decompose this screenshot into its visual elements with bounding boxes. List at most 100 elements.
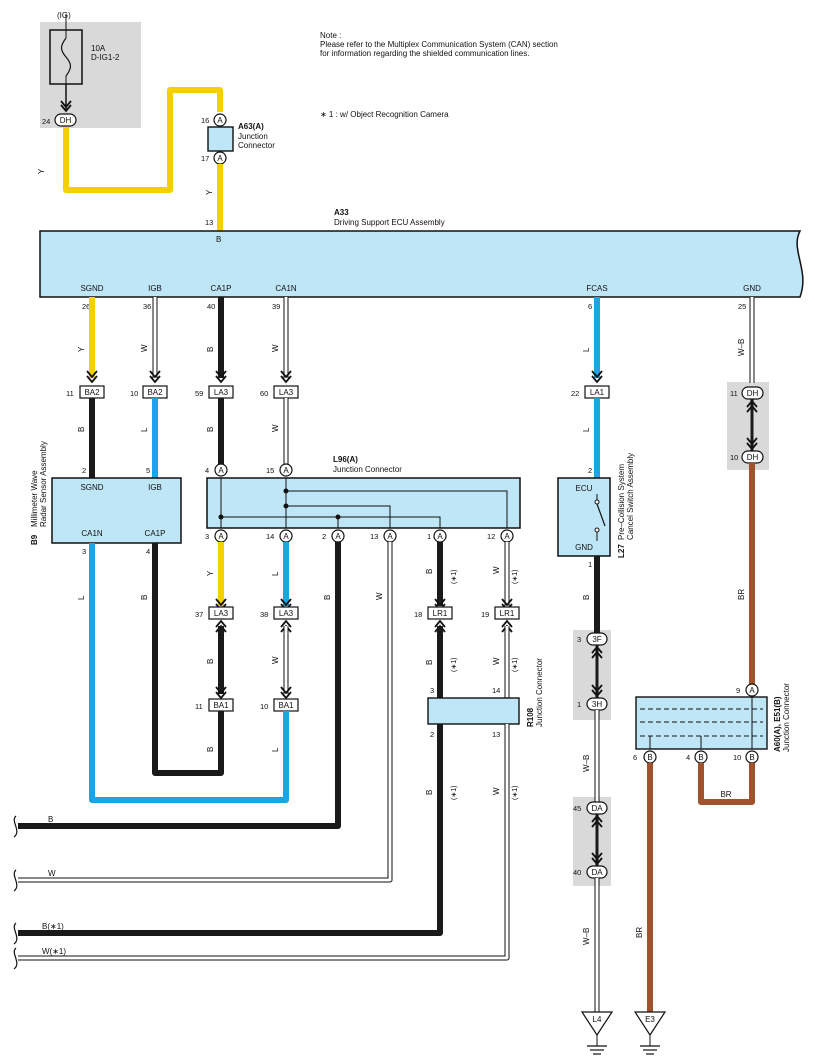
l27-t-ecu: ECU [576,484,593,493]
b9-title-1: Millimeter Wave [30,470,39,527]
svg-text:DH: DH [747,453,759,462]
svg-text:B: B [647,753,652,762]
svg-text:B: B [749,753,754,762]
a63-body [207,126,234,152]
l96-pin-4: 4 [205,466,209,475]
l96-code: L96(A) [333,455,358,464]
wire-label-w-4: W [271,656,280,664]
l96-pin-2: 2 [322,532,326,541]
svg-text:LR1: LR1 [500,609,515,618]
lr1-pin-18: 18 [414,610,422,619]
wire-label-l-1: L [582,347,591,352]
b9-code: B9 [30,534,39,545]
wire-label-star-1: (∗1) [451,570,458,584]
svg-text:A: A [387,532,393,541]
wire-label-star-5: (∗1) [451,786,458,800]
output-w-star: W(∗1) [42,947,66,956]
wire-label-l-4: L [271,571,280,576]
a33-t-gnd: GND [743,284,761,293]
wire-label-w-6: W [492,566,501,574]
svg-text:LR1: LR1 [433,609,448,618]
dh-pin-11: 11 [730,389,738,398]
svg-text:A: A [218,532,224,541]
l96-pin-15: 15 [266,466,274,475]
l27-title-2: Cancel Switch Assembly [626,453,635,540]
svg-text:3H: 3H [592,700,602,709]
l27-code: L27 [617,544,626,558]
fuse-element [60,37,72,77]
r108-body [427,697,520,725]
a33-pin-25: 25 [738,302,746,311]
wire-label-w-3: W [271,424,280,432]
ba1-pin-10: 10 [260,702,268,711]
svg-text:A: A [283,466,289,475]
wire-label-b-6: B [140,595,149,600]
wire-label-y-3: Y [77,346,86,352]
a60-title: Junction Connector [782,683,791,752]
la3-pin-59: 59 [195,389,203,398]
b9-t-ca1p: CA1P [145,529,166,538]
wire-label-star-4: (∗1) [512,658,519,672]
svg-text:DA: DA [591,804,603,813]
svg-text:DH: DH [747,389,759,398]
a63-code: A63(A) [238,122,264,131]
svg-text:LA1: LA1 [590,388,605,397]
l96-body [206,477,521,529]
wire-label-y-4: Y [206,570,215,576]
wire-label-b-1: B [206,347,215,352]
svg-text:A: A [283,532,289,541]
a33-title: Driving Support ECU Assembly [334,218,445,227]
ba1-pin-11: 11 [195,702,203,711]
a63-pin-top: 16 [201,116,209,125]
a63-title-2: Connector [238,141,275,150]
a60-pin-9: 9 [736,686,740,695]
r108-pin-13: 13 [492,730,500,739]
la1-pin-22: 22 [571,389,579,398]
b9-pin-5: 5 [146,466,150,475]
a60-pin-10: 10 [733,753,741,762]
wire-label-wb-3: W–B [582,928,591,945]
svg-text:3F: 3F [592,635,601,644]
wire-label-b-2: B [77,427,86,432]
l96-pin-12: 12 [487,532,495,541]
r108-pin-2: 2 [430,730,434,739]
wire-label-b-11: B [582,595,591,600]
ground-l4-symbol [580,1011,614,1037]
b9-pin-4: 4 [146,547,150,556]
a60-code: A60(A), E51(B) [773,696,782,752]
wire-l-ca1n [89,543,289,803]
a33-pin-36: 36 [143,302,151,311]
b9-title-2: Radar Sensor Assembly [39,441,48,527]
a33-t-fcas: FCAS [586,284,607,293]
wire-label-b-4: B [206,659,215,664]
l27-pin-2: 2 [588,466,592,475]
fuse-conn [54,113,77,127]
ground-l4: L4 [593,1015,602,1024]
r108-code: R108 [526,707,535,727]
l27-t-gnd: GND [575,543,593,552]
a33-body [39,230,804,298]
svg-text:A: A [504,532,510,541]
wire-label-star-6: (∗1) [512,786,519,800]
l96-title: Junction Connector [333,465,402,474]
a63-title-1: Junction [238,132,268,141]
a33-t-igb: IGB [148,284,162,293]
a33-power-conn: B [216,235,221,244]
svg-text:BA1: BA1 [278,701,294,710]
wire-label-b-5: B [206,747,215,752]
svg-text:DA: DA [591,868,603,877]
l96-pin-13: 13 [370,532,378,541]
b9-body [51,477,182,544]
wire-label-star-2: (∗1) [512,570,519,584]
fuse-pin: 24 [42,117,50,126]
wire-label-b-7: B [323,595,332,600]
a33-pin-6: 6 [588,302,592,311]
svg-text:DH: DH [60,116,72,125]
wire-b-ca1p [152,543,224,776]
svg-text:A: A [217,116,223,125]
svg-text:LA3: LA3 [214,388,229,397]
svg-text:A: A [217,154,223,163]
la3-pin-60: 60 [260,389,268,398]
svg-text:BA2: BA2 [84,388,100,397]
